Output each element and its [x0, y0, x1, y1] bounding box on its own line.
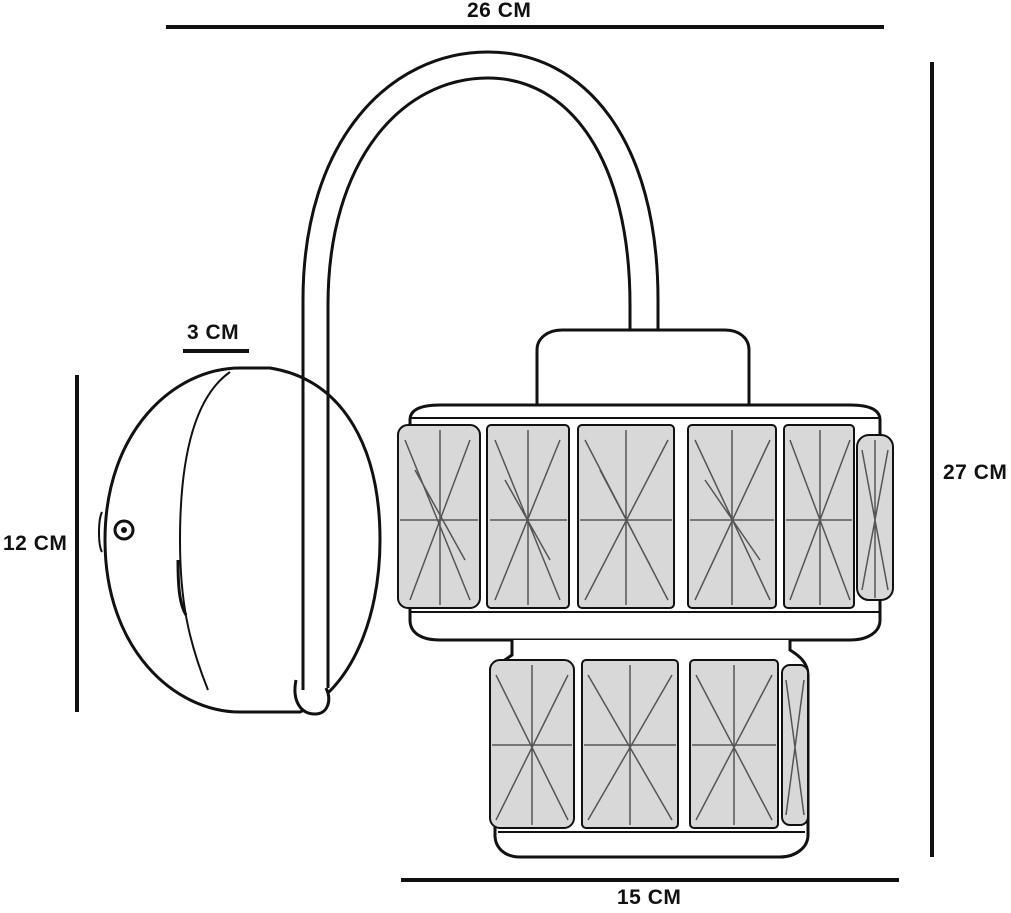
crystal-facets-lower: [492, 665, 805, 825]
lower-crystal-shade: [489, 640, 810, 859]
crystal-facets-upper: [400, 430, 889, 605]
wall-backplate: [98, 366, 382, 716]
base-height-label: 12 CM: [3, 532, 68, 555]
shade-cap: [535, 328, 751, 408]
overall-height-label: 27 CM: [943, 461, 1008, 484]
overall-width-label: 26 CM: [467, 0, 532, 22]
lamp-arm: [301, 50, 660, 690]
dimension-lines: [75, 25, 934, 882]
crystal-panel: [397, 424, 481, 609]
shade-width-label: 15 CM: [617, 886, 682, 909]
crystal-panels-lower: [489, 659, 809, 829]
base-depth-label: 3 CM: [187, 321, 240, 344]
upper-crystal-shade: [397, 403, 894, 642]
